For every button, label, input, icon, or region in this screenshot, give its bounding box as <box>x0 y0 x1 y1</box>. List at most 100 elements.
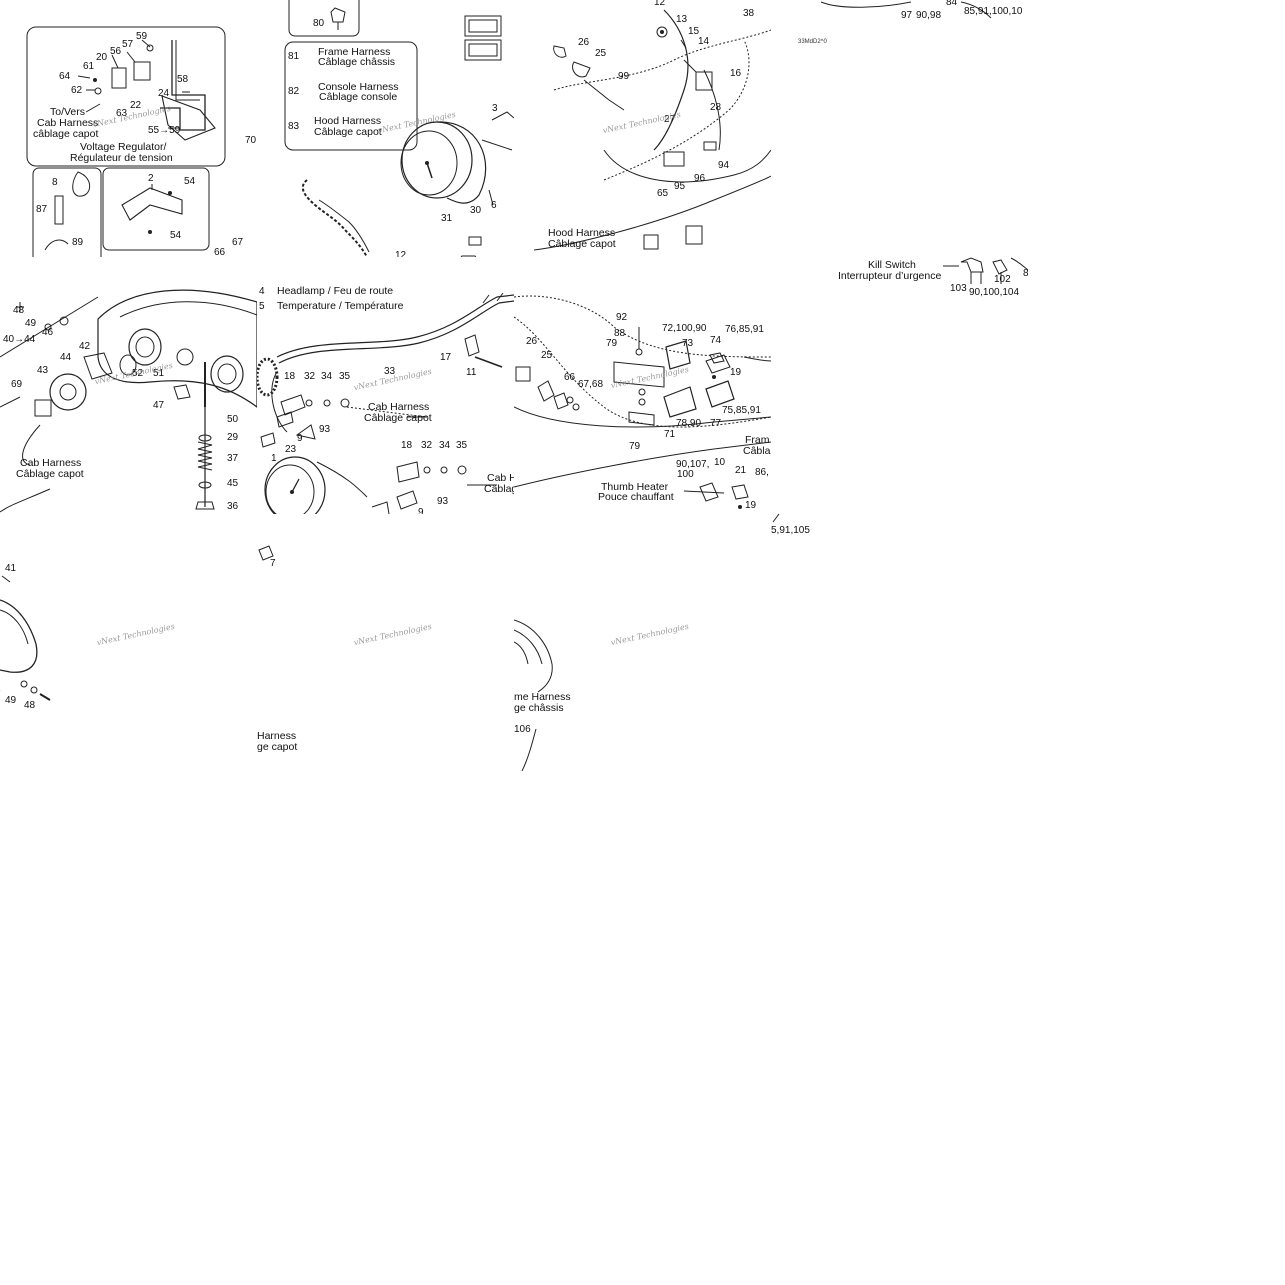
tile8-drawing <box>772 513 780 523</box>
callout: 42 <box>79 341 91 352</box>
callout: 19 <box>745 500 757 511</box>
callout: 16 <box>730 68 742 79</box>
tile-kill-switch: 97 90,98 84 85,91,100,10 Kill Switch Int… <box>771 0 1028 300</box>
caption-cab-harness-cut: Cab H <box>487 472 514 484</box>
callout: 90,98 <box>916 10 942 21</box>
legend-num: 83 <box>288 121 300 132</box>
caption-cab-harness: Cab Harness <box>368 401 430 413</box>
callout: 47 <box>153 400 165 411</box>
caption-frame-harness-cut: me Harness <box>514 691 571 703</box>
caption-hood-harness: Hood Harness <box>548 227 616 239</box>
callout: 94 <box>718 160 730 171</box>
tile7-drawing <box>514 295 771 509</box>
callout: 72,100,90 <box>662 323 707 334</box>
callout: 57 <box>122 39 134 50</box>
legend-cablage-chassis: Câblage châssis <box>318 56 396 68</box>
callout: 88 <box>614 328 626 339</box>
callout: 7 <box>270 558 276 569</box>
caption-cab-harness: Cab Harness <box>37 117 99 129</box>
callout: 73 <box>682 338 694 349</box>
callout: 27 <box>664 114 676 125</box>
callout: 25 <box>595 48 607 59</box>
caption-capot-cut: ge capot <box>257 741 298 753</box>
callout: 19 <box>730 367 742 378</box>
callout: 67 <box>232 237 244 248</box>
callout: 2 <box>148 173 154 184</box>
callout: 52 <box>132 368 144 379</box>
callout: 21 <box>735 465 747 476</box>
callout: 12 <box>654 0 666 8</box>
tile-voltage-regulator: 59 57 56 20 61 64 62 22 63 58 24 55→59 7… <box>0 0 257 257</box>
caption-cablage-cut: Câblag <box>484 483 514 495</box>
reference-code: 33MdD2^0 <box>798 39 827 45</box>
legend-num: 5 <box>259 301 265 312</box>
callout: 56 <box>110 46 122 57</box>
callout: 49 <box>5 695 17 706</box>
callout: 93 <box>437 496 449 507</box>
callout: 90,100,104 <box>969 287 1020 298</box>
callout: 96 <box>694 173 706 184</box>
legend-cablage-capot: Câblage capot <box>314 126 382 138</box>
callout: 80 <box>313 18 325 29</box>
caption-cab-harness: Cab Harness <box>20 457 82 469</box>
legend-temperature: Temperature / Température <box>277 300 404 312</box>
caption-regulateur: Régulateur de tension <box>70 152 173 164</box>
callout: 77 <box>710 418 722 429</box>
callout: 5,91,105 <box>771 525 810 536</box>
callout: 90,107, <box>676 459 710 470</box>
callout: 28 <box>710 102 722 113</box>
callout: 103 <box>950 283 967 294</box>
callout: 18 <box>401 440 413 451</box>
caption-cablage-capot: Câblage capot <box>364 412 432 424</box>
callout: 97 <box>901 10 913 21</box>
tile-harness-legend: 80 81 Frame Harness Câblage châssis 82 C… <box>257 0 514 257</box>
callout: 66 <box>564 372 576 383</box>
callout: 85,91,100,10 <box>964 6 1023 17</box>
tile10-drawing <box>258 545 274 561</box>
callout: 9 <box>297 433 303 444</box>
callout: 8 <box>52 177 58 188</box>
callout: 17 <box>440 352 452 363</box>
callout: 100 <box>677 469 694 480</box>
callout: 32 <box>421 440 433 451</box>
legend-console-harness: Console Harness <box>318 81 399 93</box>
callout: 71 <box>664 429 676 440</box>
callout: 18 <box>284 371 296 382</box>
callout: 20 <box>96 52 108 63</box>
callout: 6 <box>491 200 497 211</box>
callout: 24 <box>158 88 170 99</box>
caption-cablage-capot: câblage capot <box>33 128 99 140</box>
caption-cablage-capot: Câblage capot <box>16 468 84 480</box>
callout: 99 <box>618 71 630 82</box>
callout: 74 <box>710 335 722 346</box>
callout: 95 <box>674 181 686 192</box>
callout: 48 <box>24 700 36 711</box>
callout: 48 <box>13 305 25 316</box>
callout: 76,85,91 <box>725 324 764 335</box>
callout: 63 <box>116 108 128 119</box>
legend-headlamp: Headlamp / Feu de route <box>277 285 394 297</box>
callout: 87 <box>36 204 48 215</box>
caption-chassis-cut: ge châssis <box>514 702 564 714</box>
callout: 58 <box>177 74 189 85</box>
caption-interrupteur: Interrupteur d’urgence <box>838 270 942 282</box>
tile-frame-harness-fragment: me Harness ge châssis 106 vNext Technolo… <box>514 514 771 771</box>
legend-num: 4 <box>259 286 265 297</box>
caption-hood-cablage-capot: Câblage capot <box>548 238 616 250</box>
callout: 55→59 <box>148 125 181 136</box>
callout: 46 <box>42 327 54 338</box>
callout: 67,68 <box>578 379 604 390</box>
legend-hood-harness: Hood Harness <box>314 115 382 127</box>
tile5-drawing <box>0 289 257 513</box>
callout: 93 <box>319 424 331 435</box>
callout: 34 <box>439 440 451 451</box>
callout: 1 <box>271 453 277 464</box>
callout: 54 <box>170 230 182 241</box>
callout: 75,85,91 <box>722 405 761 416</box>
caption-to-vers: To/Vers <box>50 106 86 118</box>
callout: 8 <box>1023 268 1028 279</box>
callout: 102 <box>994 274 1011 285</box>
callout: 32 <box>304 371 316 382</box>
callout: 22 <box>130 100 142 111</box>
